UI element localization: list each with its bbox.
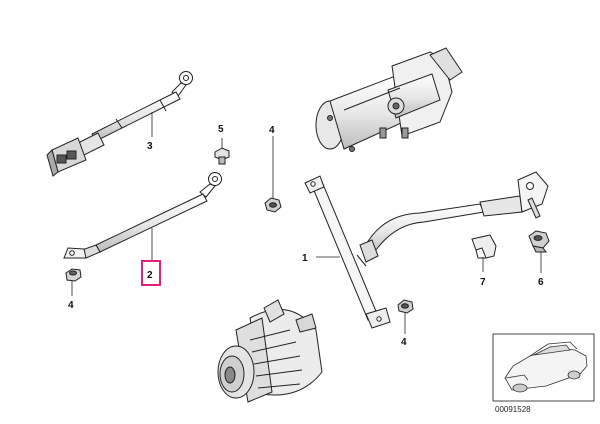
screw-5 [214,147,230,165]
callout-4-left[interactable]: 4 [68,300,74,311]
reference-number: 00091528 [495,405,531,414]
callout-6[interactable]: 6 [538,277,544,288]
battery-lead-1 [304,171,549,329]
callout-1[interactable]: 1 [302,253,308,264]
leader-lines [71,112,542,334]
callout-4-top[interactable]: 4 [269,125,275,136]
callout-2[interactable]: 2 [147,270,153,281]
nut-4-top [264,197,282,213]
callout-7[interactable]: 7 [480,277,486,288]
callout-5[interactable]: 5 [218,124,224,135]
vehicle-thumbnail [492,333,595,402]
nut-4-right [397,299,414,314]
nut-6 [528,230,550,253]
battery-cable-3 [46,71,193,177]
alternator [217,299,323,403]
highlight-box [141,260,161,286]
callout-3[interactable]: 3 [147,141,153,152]
nut-4-left [65,268,82,282]
callout-4-right[interactable]: 4 [401,337,407,348]
ground-cable-2 [63,172,222,259]
starter-motor [315,47,463,152]
clip-7 [471,234,497,259]
